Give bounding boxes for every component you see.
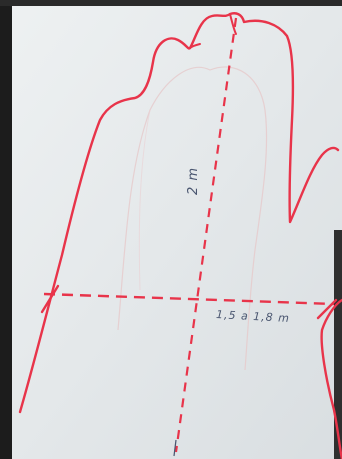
height-measure-label: 2 m bbox=[186, 166, 201, 195]
left-dark-border bbox=[0, 0, 12, 459]
finger-gap-1 bbox=[189, 43, 201, 49]
top-dark-border bbox=[0, 0, 342, 6]
height-tick-bottom bbox=[173, 439, 177, 457]
right-dark-border bbox=[334, 230, 342, 459]
width-dashed-line bbox=[43, 292, 335, 306]
faint-pencil-finger-line bbox=[138, 109, 151, 291]
right-palm-outline bbox=[320, 298, 342, 459]
width-tick-right bbox=[316, 298, 338, 320]
hand-outline bbox=[18, 12, 340, 414]
width-tick-left bbox=[40, 284, 60, 314]
faint-pencil-outline bbox=[117, 66, 268, 371]
finger-gap-2 bbox=[229, 13, 237, 35]
